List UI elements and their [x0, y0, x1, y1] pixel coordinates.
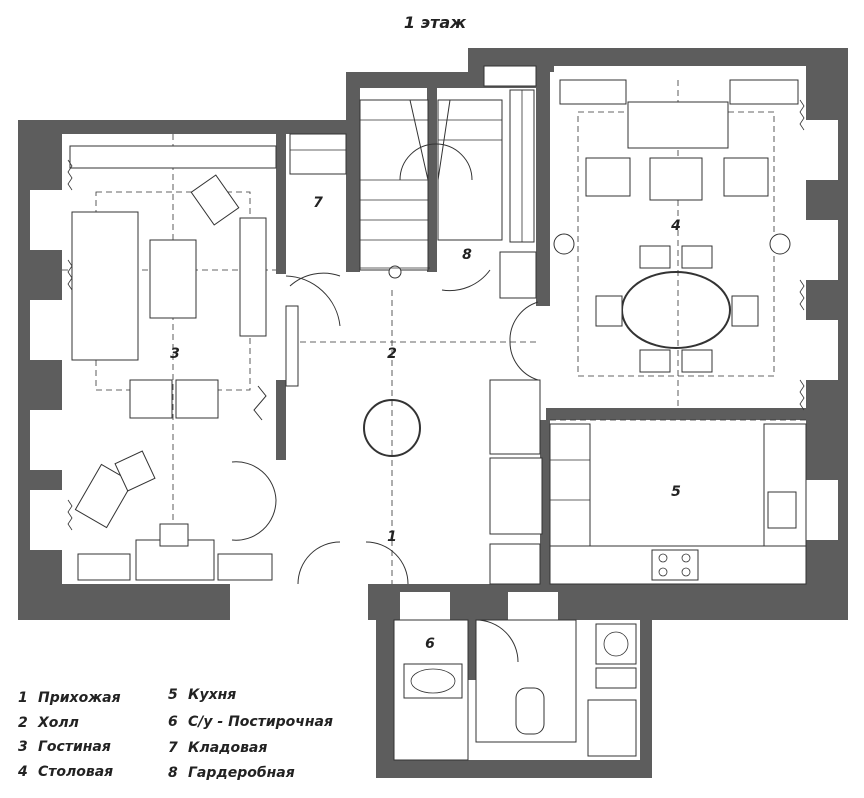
walls	[18, 48, 848, 778]
desk	[135, 539, 215, 581]
legend-num-1: 1	[18, 690, 28, 706]
armchair	[190, 174, 240, 226]
sofa	[627, 101, 729, 149]
coffee-table	[149, 239, 197, 319]
cooktop	[651, 549, 699, 581]
armchair	[723, 157, 769, 197]
sofa	[71, 211, 139, 361]
dining-table	[621, 271, 731, 349]
armchair	[585, 157, 631, 197]
legend-num-3: 3	[18, 739, 28, 755]
legend-label-4: Столовая	[38, 764, 113, 780]
legend-label-8: Гардеробная	[188, 765, 295, 781]
washing-machine	[595, 623, 637, 665]
floor-title: 1 этаж	[404, 13, 467, 32]
legend-num-7: 7	[168, 740, 178, 756]
legend-label-5: Кухня	[188, 687, 236, 703]
legend-num-6: 6	[168, 714, 178, 730]
coffee-table	[649, 157, 703, 201]
room-number-1: 1	[387, 529, 397, 545]
staircase	[359, 99, 503, 279]
sink	[403, 663, 463, 699]
tv-console	[239, 217, 267, 337]
room-number-8: 8	[462, 247, 472, 263]
wardrobe-room	[441, 65, 537, 299]
legend-num-5: 5	[168, 687, 178, 703]
dining-room	[553, 79, 799, 408]
legend-label-3: Гостиная	[38, 739, 111, 755]
dryer	[587, 699, 637, 757]
legend-num-4: 4	[17, 764, 28, 780]
kitchen	[549, 419, 807, 585]
hall	[231, 275, 543, 585]
legend-num-8: 8	[168, 765, 178, 781]
room-number-5: 5	[671, 484, 681, 500]
legend: 1 Прихожая 2 Холл 3 Гостиная 4 Столовая …	[17, 687, 333, 781]
legend-label-6: С/у - Постирочная	[188, 714, 333, 730]
room-number-2: 2	[387, 346, 397, 362]
lounge-chair	[74, 463, 134, 529]
storage-room	[289, 133, 347, 287]
living-room	[62, 134, 277, 584]
room-number-4: 4	[670, 218, 681, 234]
legend-label-1: Прихожая	[38, 690, 121, 706]
legend-num-2: 2	[18, 715, 28, 731]
legend-label-2: Холл	[37, 715, 79, 731]
room-number-7: 7	[313, 195, 323, 211]
kitchen-sink	[767, 491, 797, 529]
legend-label-7: Кладовая	[188, 740, 267, 756]
room-number-6: 6	[425, 636, 435, 652]
radiators	[67, 99, 805, 531]
toilet	[515, 687, 545, 735]
room-number-3: 3	[170, 346, 180, 362]
bathroom	[393, 619, 637, 761]
